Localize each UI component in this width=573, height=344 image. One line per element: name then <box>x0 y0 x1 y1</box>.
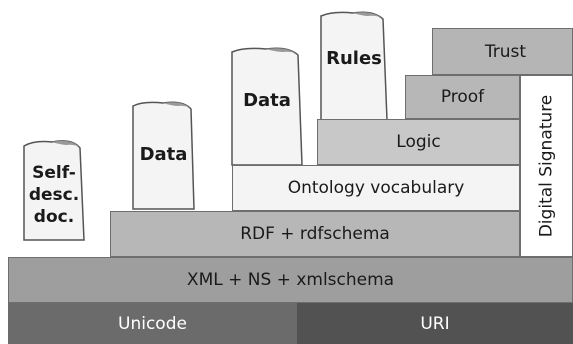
trust-label: Trust <box>484 41 526 62</box>
self-desc-doc-label: Self- desc. doc. <box>28 163 80 227</box>
self-desc-doc: Self- desc. doc. <box>22 138 86 242</box>
uri-label: URI <box>420 313 450 334</box>
uri-layer: URI <box>297 303 573 344</box>
unicode-label: Unicode <box>118 313 187 334</box>
document-shape-icon <box>132 101 195 210</box>
logic-label: Logic <box>396 132 441 152</box>
data-doc-right-label: Data <box>243 90 291 111</box>
document-shape-icon <box>231 47 303 166</box>
ontology-vocabulary-layer: Ontology vocabulary <box>232 165 520 211</box>
document-shape-icon <box>23 140 85 241</box>
rules-doc-label: Rules <box>326 48 382 69</box>
document-shape-icon <box>320 11 388 121</box>
rdf-rdfschema-label: RDF + rdfschema <box>240 224 390 244</box>
logic-layer: Logic <box>317 119 520 165</box>
trust-layer: Trust <box>432 28 573 75</box>
xml-ns-xmlschema-layer: XML + NS + xmlschema <box>8 257 573 303</box>
xml-ns-xmlschema-label: XML + NS + xmlschema <box>186 270 395 290</box>
proof-label: Proof <box>440 87 485 107</box>
data-doc-left-label: Data <box>139 144 188 165</box>
digital-signature-label: Digital Signature <box>536 94 557 238</box>
data-doc-left: Data <box>131 100 196 211</box>
unicode-layer: Unicode <box>8 303 297 344</box>
rules-doc: Rules <box>319 10 389 122</box>
proof-layer: Proof <box>405 75 520 119</box>
rdf-rdfschema-layer: RDF + rdfschema <box>110 211 520 257</box>
digital-signature-layer: Digital Signature <box>520 75 573 257</box>
ontology-vocabulary-label: Ontology vocabulary <box>287 178 465 198</box>
data-doc-right: Data <box>230 46 304 167</box>
